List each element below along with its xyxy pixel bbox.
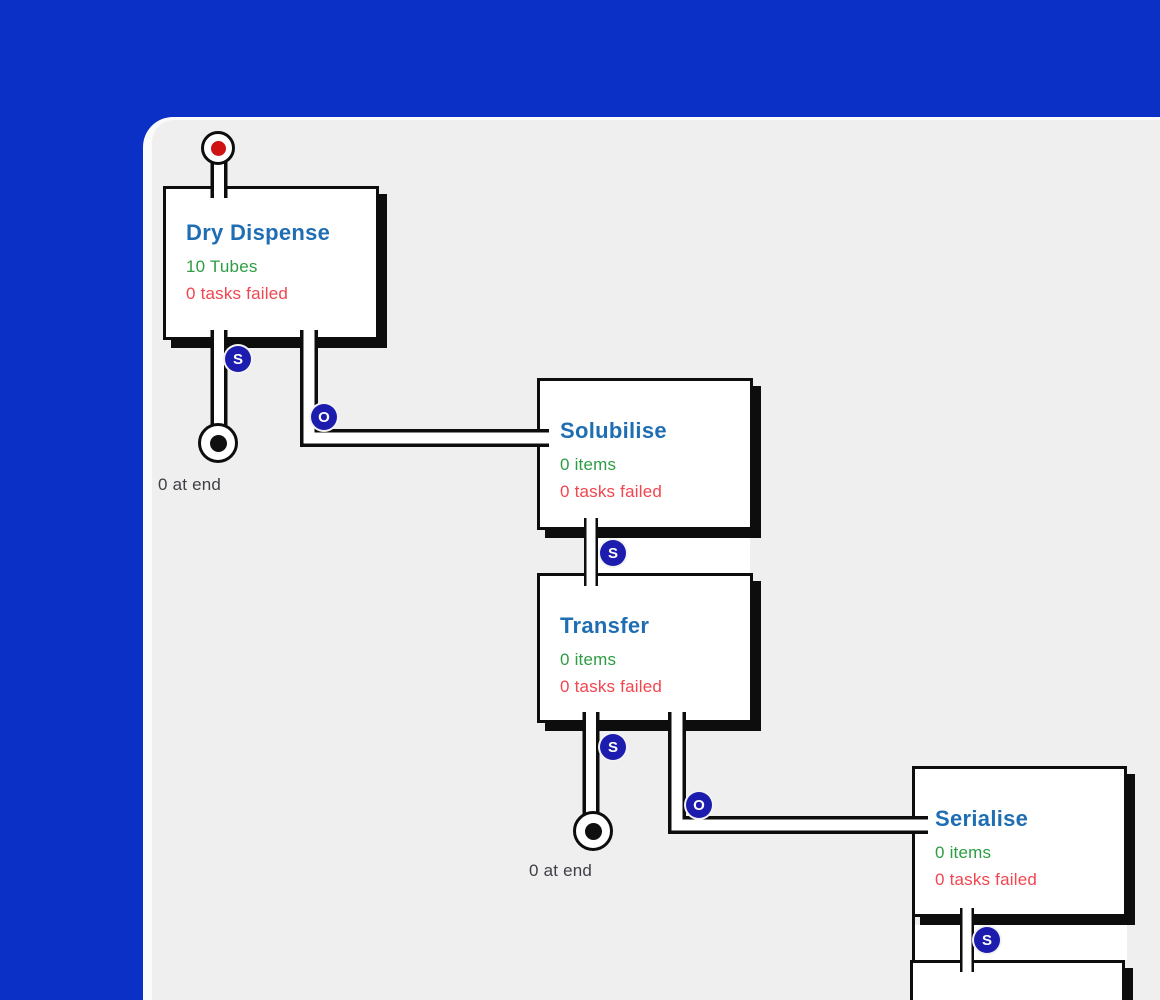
end-terminal-dot [209, 434, 227, 452]
connector-badge-o-icon[interactable]: O [311, 404, 337, 430]
task-failed-count: 0 tasks failed [560, 677, 663, 696]
task-node-transfer[interactable]: Transfer 0 items 0 tasks failed [537, 573, 753, 723]
task-node-dry-dispense[interactable]: Dry Dispense 10 Tubes 0 tasks failed [163, 186, 379, 340]
task-items-count: 10 Tubes [186, 257, 258, 276]
task-node-solubilise[interactable]: Solubilise 0 items 0 tasks failed [537, 378, 753, 530]
task-title: Dry Dispense [186, 220, 331, 245]
connector-badge-o-icon[interactable]: O [686, 792, 712, 818]
task-title: Serialise [935, 806, 1029, 831]
task-failed-count: 0 tasks failed [186, 284, 289, 303]
end-terminal[interactable] [198, 423, 238, 463]
connector-badge-s-icon[interactable]: S [600, 734, 626, 760]
task-items-count: 0 items [560, 650, 617, 669]
connector-badge-s-icon[interactable]: S [600, 540, 626, 566]
task-node-serialise[interactable]: Serialise 0 items 0 tasks failed [912, 766, 1127, 917]
connector-badge-s-icon[interactable]: S [974, 927, 1000, 953]
connector-badge-s-icon[interactable]: S [225, 346, 251, 372]
task-failed-count: 0 tasks failed [935, 870, 1038, 889]
task-items-count: 0 items [935, 843, 992, 862]
task-items-count: 0 items [560, 455, 617, 474]
end-terminal-dot [584, 822, 602, 840]
start-terminal[interactable] [201, 131, 235, 165]
end-terminal[interactable] [573, 811, 613, 851]
task-title: Transfer [560, 613, 650, 638]
task-failed-count: 0 tasks failed [560, 482, 663, 501]
start-terminal-dot [210, 140, 226, 156]
task-title: Solubilise [560, 418, 667, 443]
task-node-next-task[interactable] [910, 960, 1125, 1000]
